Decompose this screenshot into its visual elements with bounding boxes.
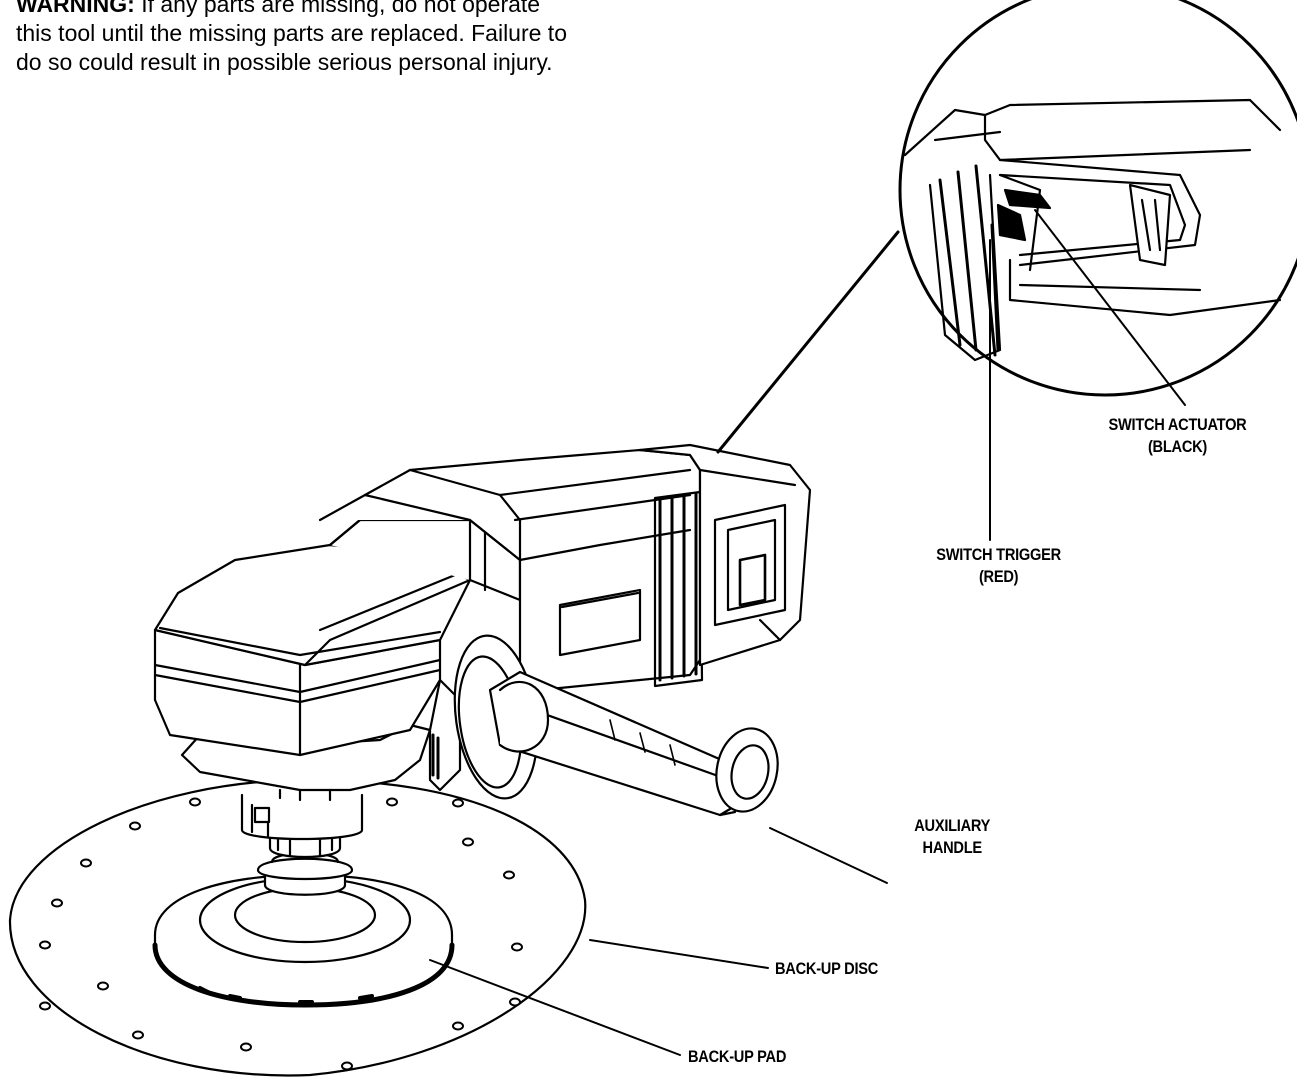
- motor-housing: [365, 450, 702, 790]
- back-up-pad: [155, 875, 452, 1005]
- label-auxiliary-handle: AUXILIARY HANDLE: [892, 815, 1012, 859]
- leader-switch-actuator: [1035, 210, 1185, 405]
- label-auxiliary-handle-line2: HANDLE: [922, 838, 983, 857]
- label-switch-actuator-line1: SWITCH ACTUATOR: [1108, 415, 1247, 434]
- leader-back-up-pad: [430, 960, 680, 1055]
- switch-detail-magnifier: [718, 0, 1297, 452]
- leader-auxiliary-handle: [770, 828, 887, 883]
- spindle: [242, 795, 362, 895]
- switch-detail-inner: [905, 100, 1280, 360]
- label-switch-trigger-line1: SWITCH TRIGGER: [936, 545, 1061, 564]
- label-switch-trigger-line2: (RED): [978, 567, 1019, 586]
- warning-lead: WARNING:: [16, 0, 135, 17]
- label-auxiliary-handle-line1: AUXILIARY: [914, 816, 991, 835]
- warning-paragraph: WARNING: If any parts are missing, do no…: [16, 0, 576, 77]
- leader-lines: [430, 210, 1185, 1055]
- warning-text: If any parts are missing, do not operate…: [16, 0, 567, 75]
- rear-handle: [640, 445, 810, 665]
- label-back-up-pad: BACK-UP PAD: [688, 1047, 787, 1066]
- leader-back-up-disc: [590, 940, 768, 968]
- auxiliary-handle: [445, 630, 785, 817]
- gear-head: [155, 490, 520, 800]
- label-switch-trigger: SWITCH TRIGGER (RED): [904, 544, 1093, 588]
- label-switch-actuator-line2: (BLACK): [1147, 437, 1208, 456]
- label-back-up-disc: BACK-UP DISC: [775, 959, 879, 978]
- label-switch-actuator: SWITCH ACTUATOR (BLACK): [1070, 414, 1285, 458]
